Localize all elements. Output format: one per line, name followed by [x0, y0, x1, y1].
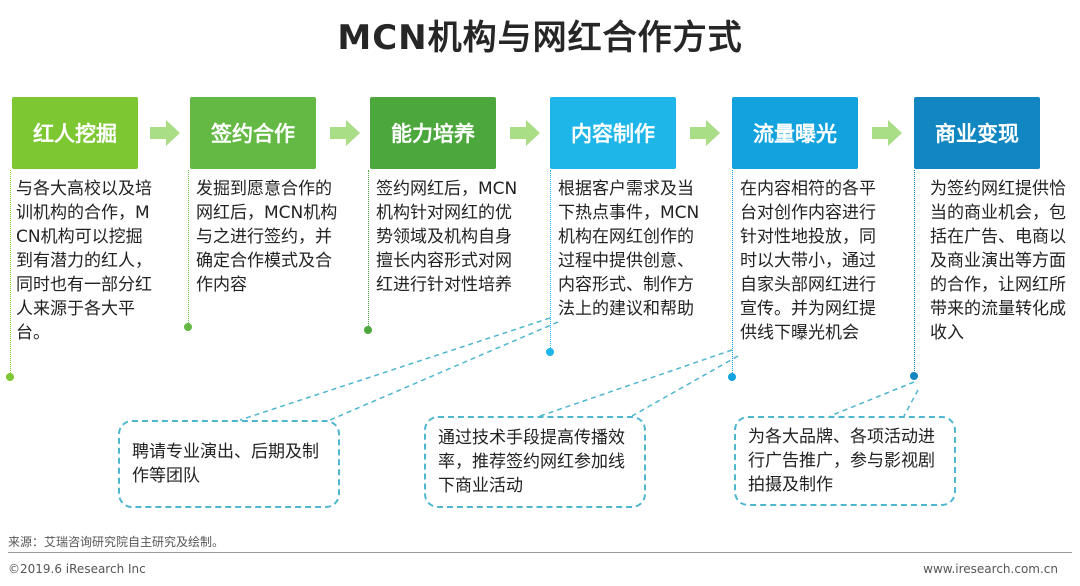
page-title: MCN机构与网红合作方式 — [337, 18, 743, 58]
callout-production-team: 聘请专业演出、后期及制作等团队 — [118, 420, 340, 508]
connector-dot — [546, 348, 554, 356]
step-description-content-production: 根据客户需求及当下热点事件，MCN机构在网红创作的过程中提供创意、内容形式、制作… — [558, 179, 700, 319]
step-description-training: 签约网红后，MCN机构针对网红的优势领域及机构自身擅长内容形式对网红进行针对性培… — [376, 179, 518, 295]
step-header-traffic-exposure: 流量曝光 — [732, 97, 858, 169]
step-header-monetization: 商业变现 — [914, 97, 1040, 169]
step-header-content-production: 内容制作 — [550, 97, 676, 169]
arrow-right-icon — [872, 120, 902, 146]
connector-line — [550, 170, 551, 352]
arrow-right-icon — [150, 120, 180, 146]
callout-brand-promotion: 为各大品牌、各项活动进行广告推广，参与影视剧拍摄及制作 — [734, 416, 956, 506]
step-description-traffic-exposure: 在内容相符的各平台对创作内容进行针对性地投放，同时以大带小，通过自家头部网红进行… — [740, 179, 876, 343]
step-header-training: 能力培养 — [370, 97, 496, 169]
callout-distribution: 通过技术手段提高传播效率，推荐签约网红参加线下商业活动 — [424, 416, 646, 508]
step-header-signing: 签约合作 — [190, 97, 316, 169]
connector-dot — [364, 326, 372, 334]
footer-divider — [8, 552, 1072, 553]
connector-line — [914, 170, 915, 375]
connector-line — [188, 170, 189, 325]
connector-line — [732, 170, 733, 377]
website-url: www.iresearch.com.cn — [923, 562, 1058, 576]
copyright-text: ©2019.6 iResearch Inc — [8, 562, 146, 576]
step-header-talent-discovery: 红人挖掘 — [12, 97, 138, 169]
connector-line — [368, 170, 369, 330]
step-description-signing: 发掘到愿意合作的网红后，MCN机构与之进行签约，并确定合作模式及合作内容 — [196, 179, 338, 295]
connector-dot — [184, 323, 192, 331]
connector-dot — [728, 373, 736, 381]
connector-line — [10, 170, 11, 375]
connector-dot — [910, 372, 918, 380]
arrow-right-icon — [690, 120, 720, 146]
source-note: 来源：艾瑞咨询研究院自主研究及绘制。 — [8, 535, 225, 549]
connector-dot — [6, 373, 14, 381]
arrow-right-icon — [510, 120, 540, 146]
step-description-monetization: 为签约网红提供恰当的商业机会，包括在广告、电商以及商业演出等方面的合作，让网红所… — [930, 179, 1066, 343]
step-description-talent-discovery: 与各大高校以及培训机构的合作，MCN机构可以挖掘到有潜力的红人，同时也有一部分红… — [16, 179, 152, 343]
arrow-right-icon — [330, 120, 360, 146]
